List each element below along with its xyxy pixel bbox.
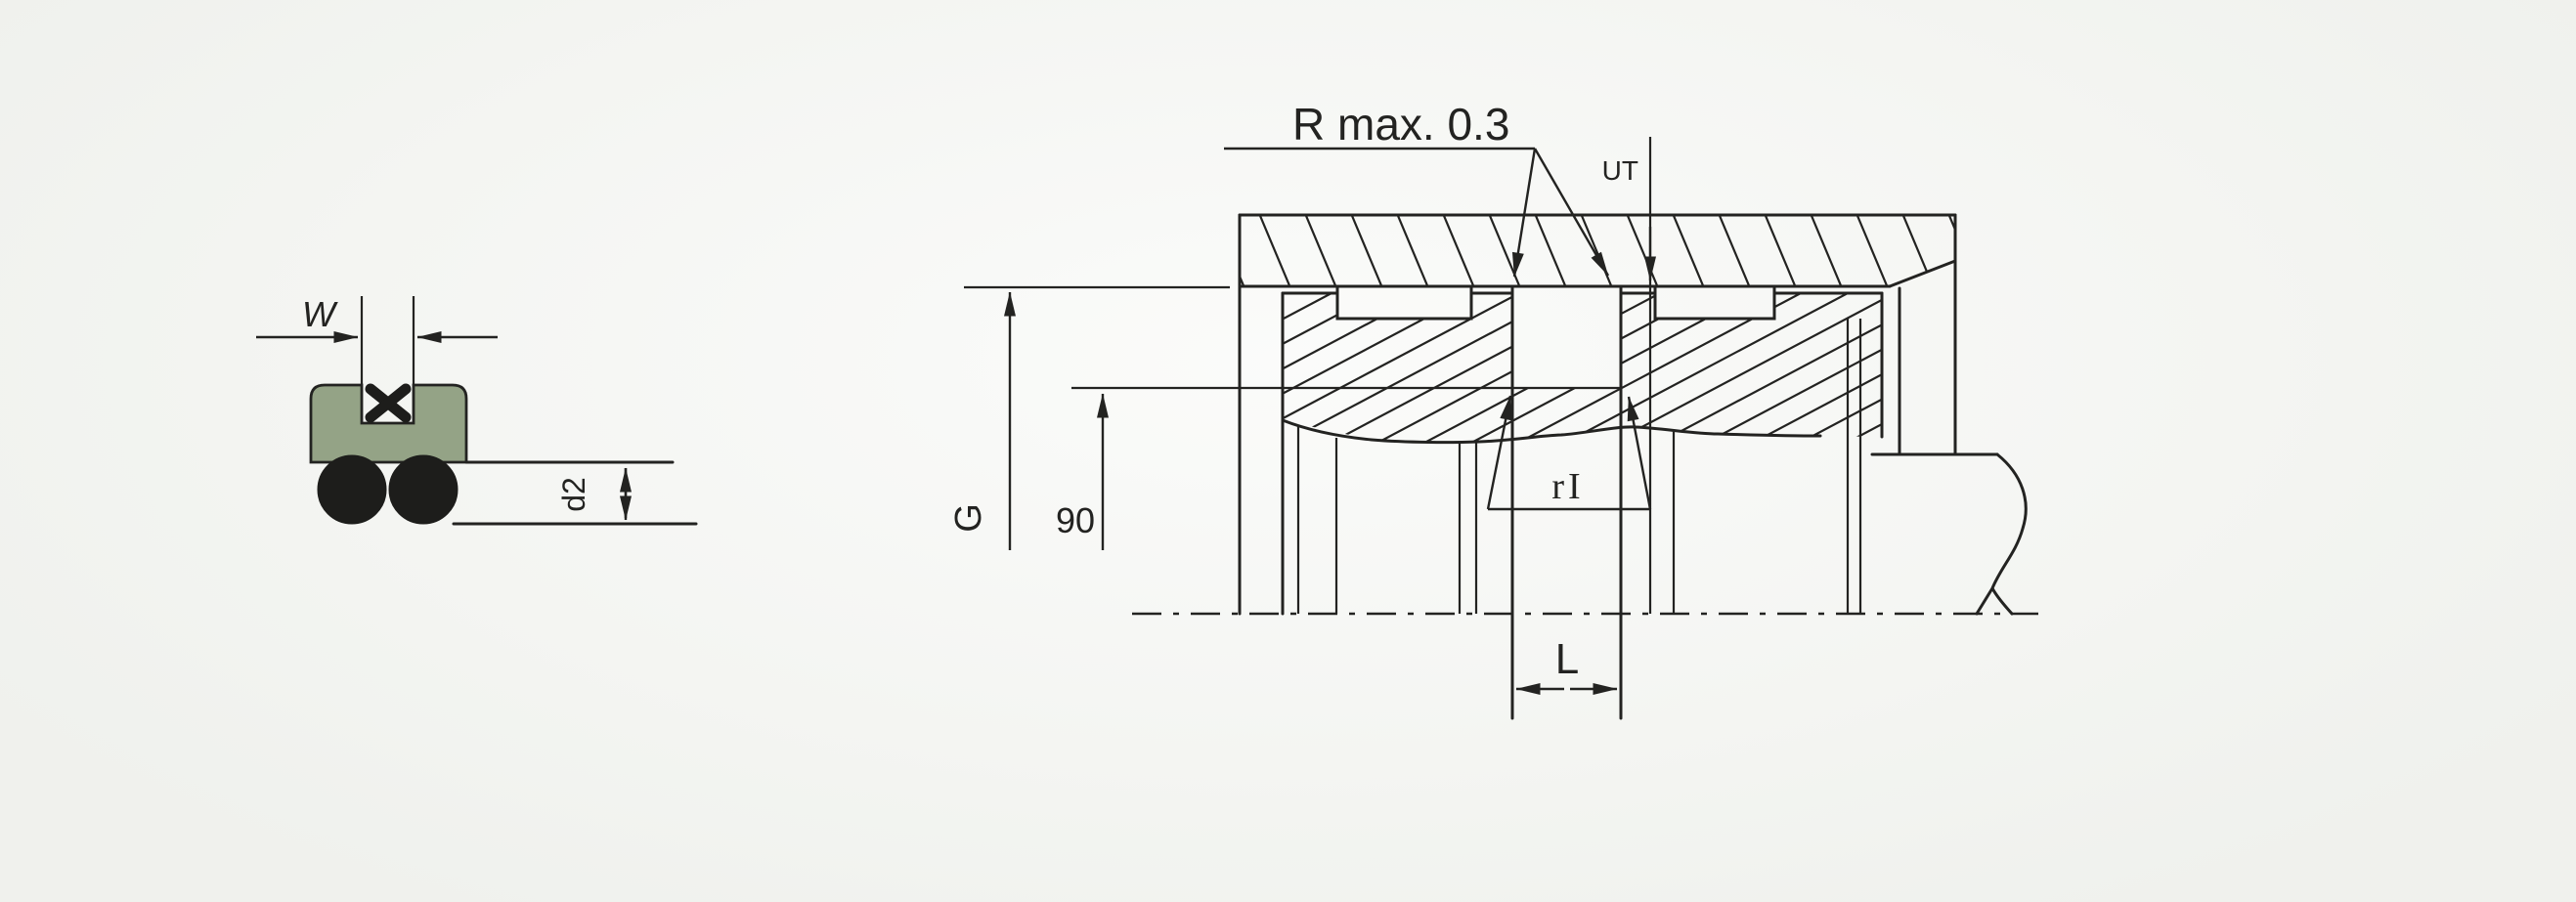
bore-dim-label: G <box>948 503 989 533</box>
oring-section-dim-label: d2 <box>556 477 591 512</box>
piston-hatch <box>1283 293 1882 442</box>
oring-right <box>388 454 458 525</box>
bore-dimension: G <box>948 291 1016 550</box>
groove-diameter-dimension: 90 <box>1056 393 1109 550</box>
guide-ring-groove-right <box>1653 284 1776 321</box>
installation-view: G 90 R max. 0.3 UT rI L <box>948 99 2038 720</box>
groove-width-label: L <box>1555 635 1579 683</box>
groove-width-dimension: L <box>1515 635 1618 695</box>
radius-callout: R max. 0.3 <box>1224 99 1610 278</box>
gap-label: UT <box>1602 155 1638 186</box>
profile-width-dim-label: W <box>302 294 338 334</box>
groove-bottom-length-dimension: rI <box>1486 395 1652 511</box>
elastomer-x-icon <box>365 383 412 423</box>
bottom-length-label: rI <box>1551 466 1584 507</box>
seal-body <box>309 383 468 464</box>
cylinder-hatch <box>1240 215 1955 286</box>
groove-dim-label: 90 <box>1056 500 1095 540</box>
guide-ring-groove-left <box>1335 284 1473 321</box>
gap-callout: UT <box>1602 137 1656 614</box>
piston-break-line <box>1281 418 1822 445</box>
piston-outline <box>1281 284 1884 720</box>
seal-profile-view: W d2 <box>256 294 698 526</box>
bore-chamfer <box>1888 259 1957 288</box>
oring-left <box>317 454 387 525</box>
radius-label: R max. 0.3 <box>1292 99 1509 150</box>
rod-break-line <box>1975 452 2028 616</box>
